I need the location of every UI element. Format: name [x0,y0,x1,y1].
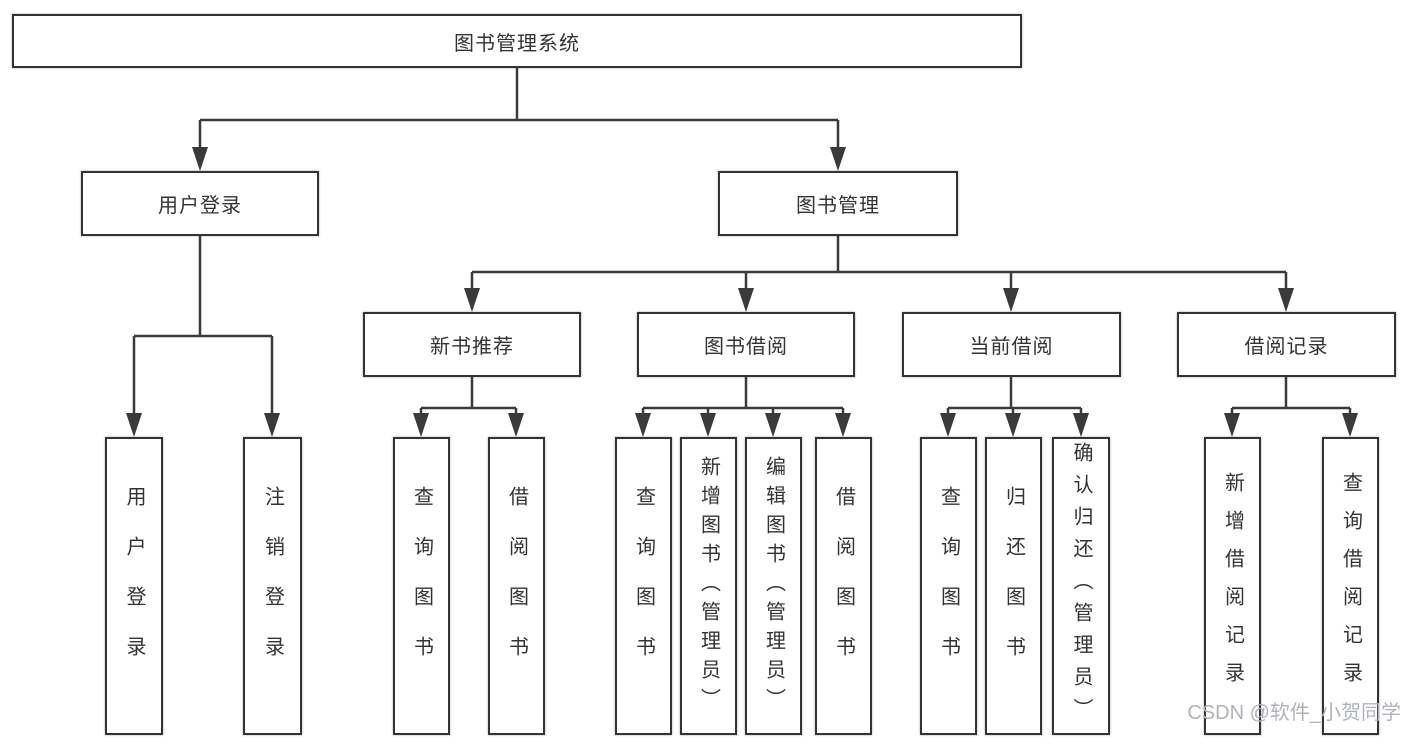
node-label: 编辑图书（管理员） [762,455,785,717]
node-label: 新书推荐 [430,336,514,358]
node-label: 归还图书 [1002,486,1025,686]
watermark: CSDN @软件_小贺同学 [1187,702,1401,724]
node-label: 图书管理系统 [454,32,580,55]
node-label: 新增借阅记录 [1221,472,1244,700]
node-label: 查询图书 [410,486,433,686]
leaf-current-query-books: 查询图书 [920,437,977,735]
leaf-records-query-record: 查询借阅记录 [1322,437,1379,735]
node-label: 用户登录 [123,486,145,686]
leaf-borrow-add-books-admin: 新增图书（管理员） [680,437,737,735]
leaf-borrow-query-books: 查询图书 [615,437,672,735]
node-label: 借阅记录 [1244,336,1329,358]
node-label: 确认归还（管理员） [1070,442,1092,730]
node-label: 图书借阅 [704,336,788,358]
node-label: 新增图书（管理员） [697,455,720,717]
node-label: 图书管理 [796,195,880,217]
leaf-recommend-query-books: 查询图书 [393,437,450,735]
node-root-library-system: 图书管理系统 [12,14,1022,68]
node-label: 借阅图书 [505,486,528,686]
node-book-borrow: 图书借阅 [637,312,855,377]
node-label: 查询图书 [937,486,960,686]
leaf-borrow-borrow-books: 借阅图书 [815,437,872,735]
node-label: 查询图书 [632,486,655,686]
node-label: 借阅图书 [832,486,855,686]
leaf-records-add-record: 新增借阅记录 [1204,437,1261,735]
node-label: 注销登录 [261,486,284,686]
node-borrow-records: 借阅记录 [1177,312,1396,377]
leaf-user-login: 用户登录 [105,437,163,735]
node-label: 当前借阅 [969,336,1054,358]
node-user-login: 用户登录 [81,171,319,236]
node-new-book-recommend: 新书推荐 [363,312,581,377]
node-book-management: 图书管理 [718,171,958,236]
node-current-borrow: 当前借阅 [902,312,1121,377]
leaf-logout: 注销登录 [243,437,302,735]
leaf-recommend-borrow-books: 借阅图书 [488,437,545,735]
arrowheads [126,147,1358,437]
node-label: 查询借阅记录 [1339,472,1362,700]
leaf-current-return-books: 归还图书 [985,437,1042,735]
node-label: 用户登录 [158,195,242,217]
leaf-borrow-edit-books-admin: 编辑图书（管理员） [745,437,802,735]
leaf-current-confirm-return-admin: 确认归还（管理员） [1052,437,1110,735]
